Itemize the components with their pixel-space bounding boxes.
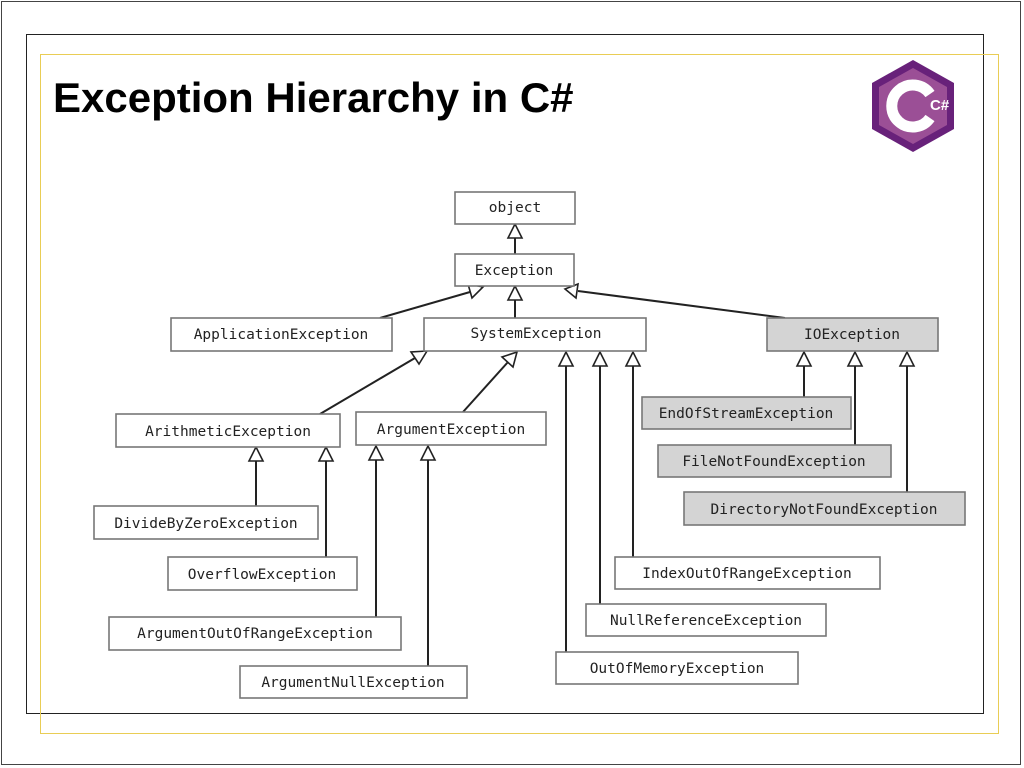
edge-arithmetic-system bbox=[319, 357, 416, 415]
arrowhead-io-from-filenotfound bbox=[846, 350, 864, 367]
node-null-reference-exception: NullReferenceException bbox=[585, 603, 827, 637]
csharp-logo-icon: C# bbox=[872, 60, 954, 152]
node-directory-not-found-exception: DirectoryNotFoundException bbox=[683, 491, 966, 526]
node-argument-exception: ArgumentException bbox=[355, 411, 547, 446]
node-label-exception: Exception bbox=[475, 263, 554, 279]
node-label-overflow-exception: OverflowException bbox=[188, 567, 336, 583]
arrowhead-system-from-argument bbox=[500, 350, 519, 369]
arrowhead-exception-from-system bbox=[506, 284, 524, 301]
node-object: object bbox=[454, 191, 576, 225]
node-application-exception: ApplicationException bbox=[170, 317, 393, 352]
node-exception: Exception bbox=[454, 253, 575, 287]
node-label-directory-not-found-exception: DirectoryNotFoundException bbox=[711, 502, 938, 518]
arrowhead-layer bbox=[247, 222, 916, 462]
node-io-exception: IOException bbox=[766, 317, 939, 352]
logo-text: C# bbox=[930, 97, 950, 114]
node-end-of-stream-exception: EndOfStreamException bbox=[641, 396, 852, 430]
node-label-argument-null-exception: ArgumentNullException bbox=[261, 675, 444, 691]
node-system-exception: SystemException bbox=[423, 317, 647, 352]
edge-layer bbox=[255, 238, 908, 666]
slide-title: Exception Hierarchy in C# bbox=[53, 74, 574, 121]
node-file-not-found-exception: FileNotFoundException bbox=[657, 444, 892, 478]
node-label-argument-exception: ArgumentException bbox=[377, 422, 525, 438]
node-index-out-of-range-exception: IndexOutOfRangeException bbox=[614, 556, 881, 590]
node-label-file-not-found-exception: FileNotFoundException bbox=[682, 454, 865, 470]
arrowhead-arithmetic-from-overflow bbox=[317, 445, 335, 462]
node-label-index-out-of-range-exception: IndexOutOfRangeException bbox=[642, 566, 852, 582]
node-label-object: object bbox=[489, 200, 541, 216]
node-label-io-exception: IOException bbox=[804, 327, 900, 343]
accent-frame bbox=[40, 54, 999, 734]
node-argument-null-exception: ArgumentNullException bbox=[239, 665, 468, 699]
node-overflow-exception: OverflowException bbox=[167, 556, 358, 591]
arrowhead-system-from-nullreference bbox=[591, 350, 609, 367]
node-label-null-reference-exception: NullReferenceException bbox=[610, 613, 802, 629]
arrowhead-system-from-indexoutofrange bbox=[624, 350, 642, 367]
arrowhead-system-from-arithmetic bbox=[409, 350, 429, 366]
arrowhead-system-from-outofmemory bbox=[557, 350, 575, 367]
node-label-argument-out-of-range-exception: ArgumentOutOfRangeException bbox=[137, 626, 373, 642]
arrowhead-argument-from-argumentoutofrange bbox=[367, 444, 385, 461]
node-arithmetic-exception: ArithmeticException bbox=[115, 413, 341, 448]
arrowhead-arithmetic-from-dividebyzero bbox=[247, 445, 265, 462]
node-label-application-exception: ApplicationException bbox=[194, 327, 369, 343]
arrowhead-argument-from-argumentnull bbox=[419, 444, 437, 461]
node-argument-out-of-range-exception: ArgumentOutOfRangeException bbox=[108, 616, 402, 651]
node-out-of-memory-exception: OutOfMemoryException bbox=[555, 651, 799, 685]
node-label-system-exception: SystemException bbox=[471, 326, 602, 342]
node-label-arithmetic-exception: ArithmeticException bbox=[145, 424, 311, 440]
arrowhead-io-from-endofstream bbox=[795, 350, 813, 367]
node-label-divide-by-zero-exception: DivideByZeroException bbox=[114, 516, 297, 532]
content-frame bbox=[26, 34, 984, 714]
arrowhead-io-from-directorynotfound bbox=[898, 350, 916, 367]
edge-argument-system bbox=[462, 361, 509, 413]
edge-ioexception-exception bbox=[577, 290, 786, 319]
edge-applicationexception-exception bbox=[379, 291, 471, 319]
arrowhead-object bbox=[506, 222, 524, 239]
node-divide-by-zero-exception: DivideByZeroException bbox=[93, 505, 319, 540]
node-layer: object Exception ApplicationException Sy… bbox=[93, 191, 966, 699]
node-label-out-of-memory-exception: OutOfMemoryException bbox=[590, 661, 765, 677]
node-label-end-of-stream-exception: EndOfStreamException bbox=[659, 406, 834, 422]
